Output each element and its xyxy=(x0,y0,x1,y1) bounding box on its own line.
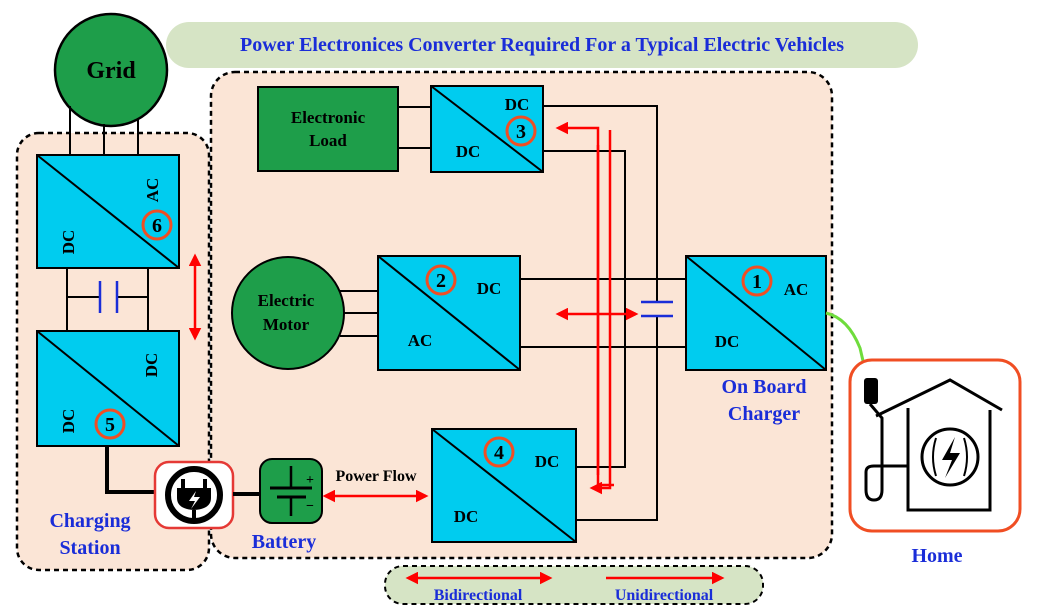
converter-4-bottom: DC xyxy=(454,507,479,526)
converter-6: AC DC 6 xyxy=(36,154,180,269)
plug-icon xyxy=(153,460,235,530)
motor-wires xyxy=(340,290,378,337)
electric-motor: Electric Motor xyxy=(231,256,345,370)
converter-6-bottom: DC xyxy=(59,230,78,255)
converter-1: AC DC 1 xyxy=(685,255,827,371)
converter-5-top: DC xyxy=(142,353,161,378)
converter-1-number: 1 xyxy=(752,271,762,293)
converter-2-number: 2 xyxy=(436,270,446,292)
converter-2-bottom: AC xyxy=(408,331,433,350)
on-board-charger-line1: On Board xyxy=(721,376,806,398)
converter-2-top: DC xyxy=(477,279,502,298)
grid-label: Grid xyxy=(86,58,136,84)
converter-6-top: AC xyxy=(143,178,162,203)
grid-wires xyxy=(69,106,139,155)
title-banner xyxy=(166,22,918,68)
on-board-charger-line2: Charger xyxy=(728,403,800,425)
converter-1-top: AC xyxy=(784,280,809,299)
converter-2: DC AC 2 xyxy=(377,255,521,371)
electronic-load-line1: Electronic xyxy=(291,108,366,127)
converter-5-bottom: DC xyxy=(59,409,78,434)
battery-icon: + − xyxy=(259,458,323,524)
electric-motor-line2: Motor xyxy=(263,315,310,334)
power-flow-label: Power Flow xyxy=(335,468,416,485)
diagram-title: Power Electronices Converter Required Fo… xyxy=(240,34,844,56)
center-flow-arrows xyxy=(555,121,639,495)
home-charging-cable xyxy=(825,311,869,379)
electric-motor-line1: Electric xyxy=(258,291,315,310)
converter-1-bottom: DC xyxy=(715,332,740,351)
svg-text:+: + xyxy=(306,473,314,488)
electronic-load: Electronic Load xyxy=(257,86,399,172)
charging-station-line2: Station xyxy=(59,537,120,559)
converter-4-number: 4 xyxy=(494,442,504,464)
capacitor-icon xyxy=(98,281,119,313)
legend-bidirectional: Bidirectional xyxy=(434,587,523,604)
svg-text:−: − xyxy=(306,499,314,514)
electronic-load-line2: Load xyxy=(309,131,347,150)
dc-bus-wiring xyxy=(520,105,686,521)
converter-4: DC DC 4 xyxy=(431,428,577,543)
converter-6-number: 6 xyxy=(152,215,162,237)
battery-label: Battery xyxy=(252,531,316,553)
load-wires xyxy=(398,106,431,149)
legend: Bidirectional Unidirectional xyxy=(384,565,764,605)
grid-node xyxy=(53,12,169,128)
converter-5: DC DC 5 xyxy=(36,330,180,447)
legend-unidirectional: Unidirectional xyxy=(615,587,714,604)
charging-cable xyxy=(105,446,160,494)
dc-link-capacitor-icon xyxy=(641,300,673,318)
converter-3: DC DC 3 xyxy=(430,85,544,173)
converter-3-bottom: DC xyxy=(456,142,481,161)
converter-4-top: DC xyxy=(535,452,560,471)
dc-link-6-5 xyxy=(66,268,149,331)
converter-5-number: 5 xyxy=(105,414,115,436)
home-icon xyxy=(848,358,1022,533)
converter-3-top: DC xyxy=(505,95,530,114)
home-label: Home xyxy=(911,545,962,567)
converter-3-number: 3 xyxy=(516,121,526,143)
charging-station-line1: Charging xyxy=(49,510,130,532)
